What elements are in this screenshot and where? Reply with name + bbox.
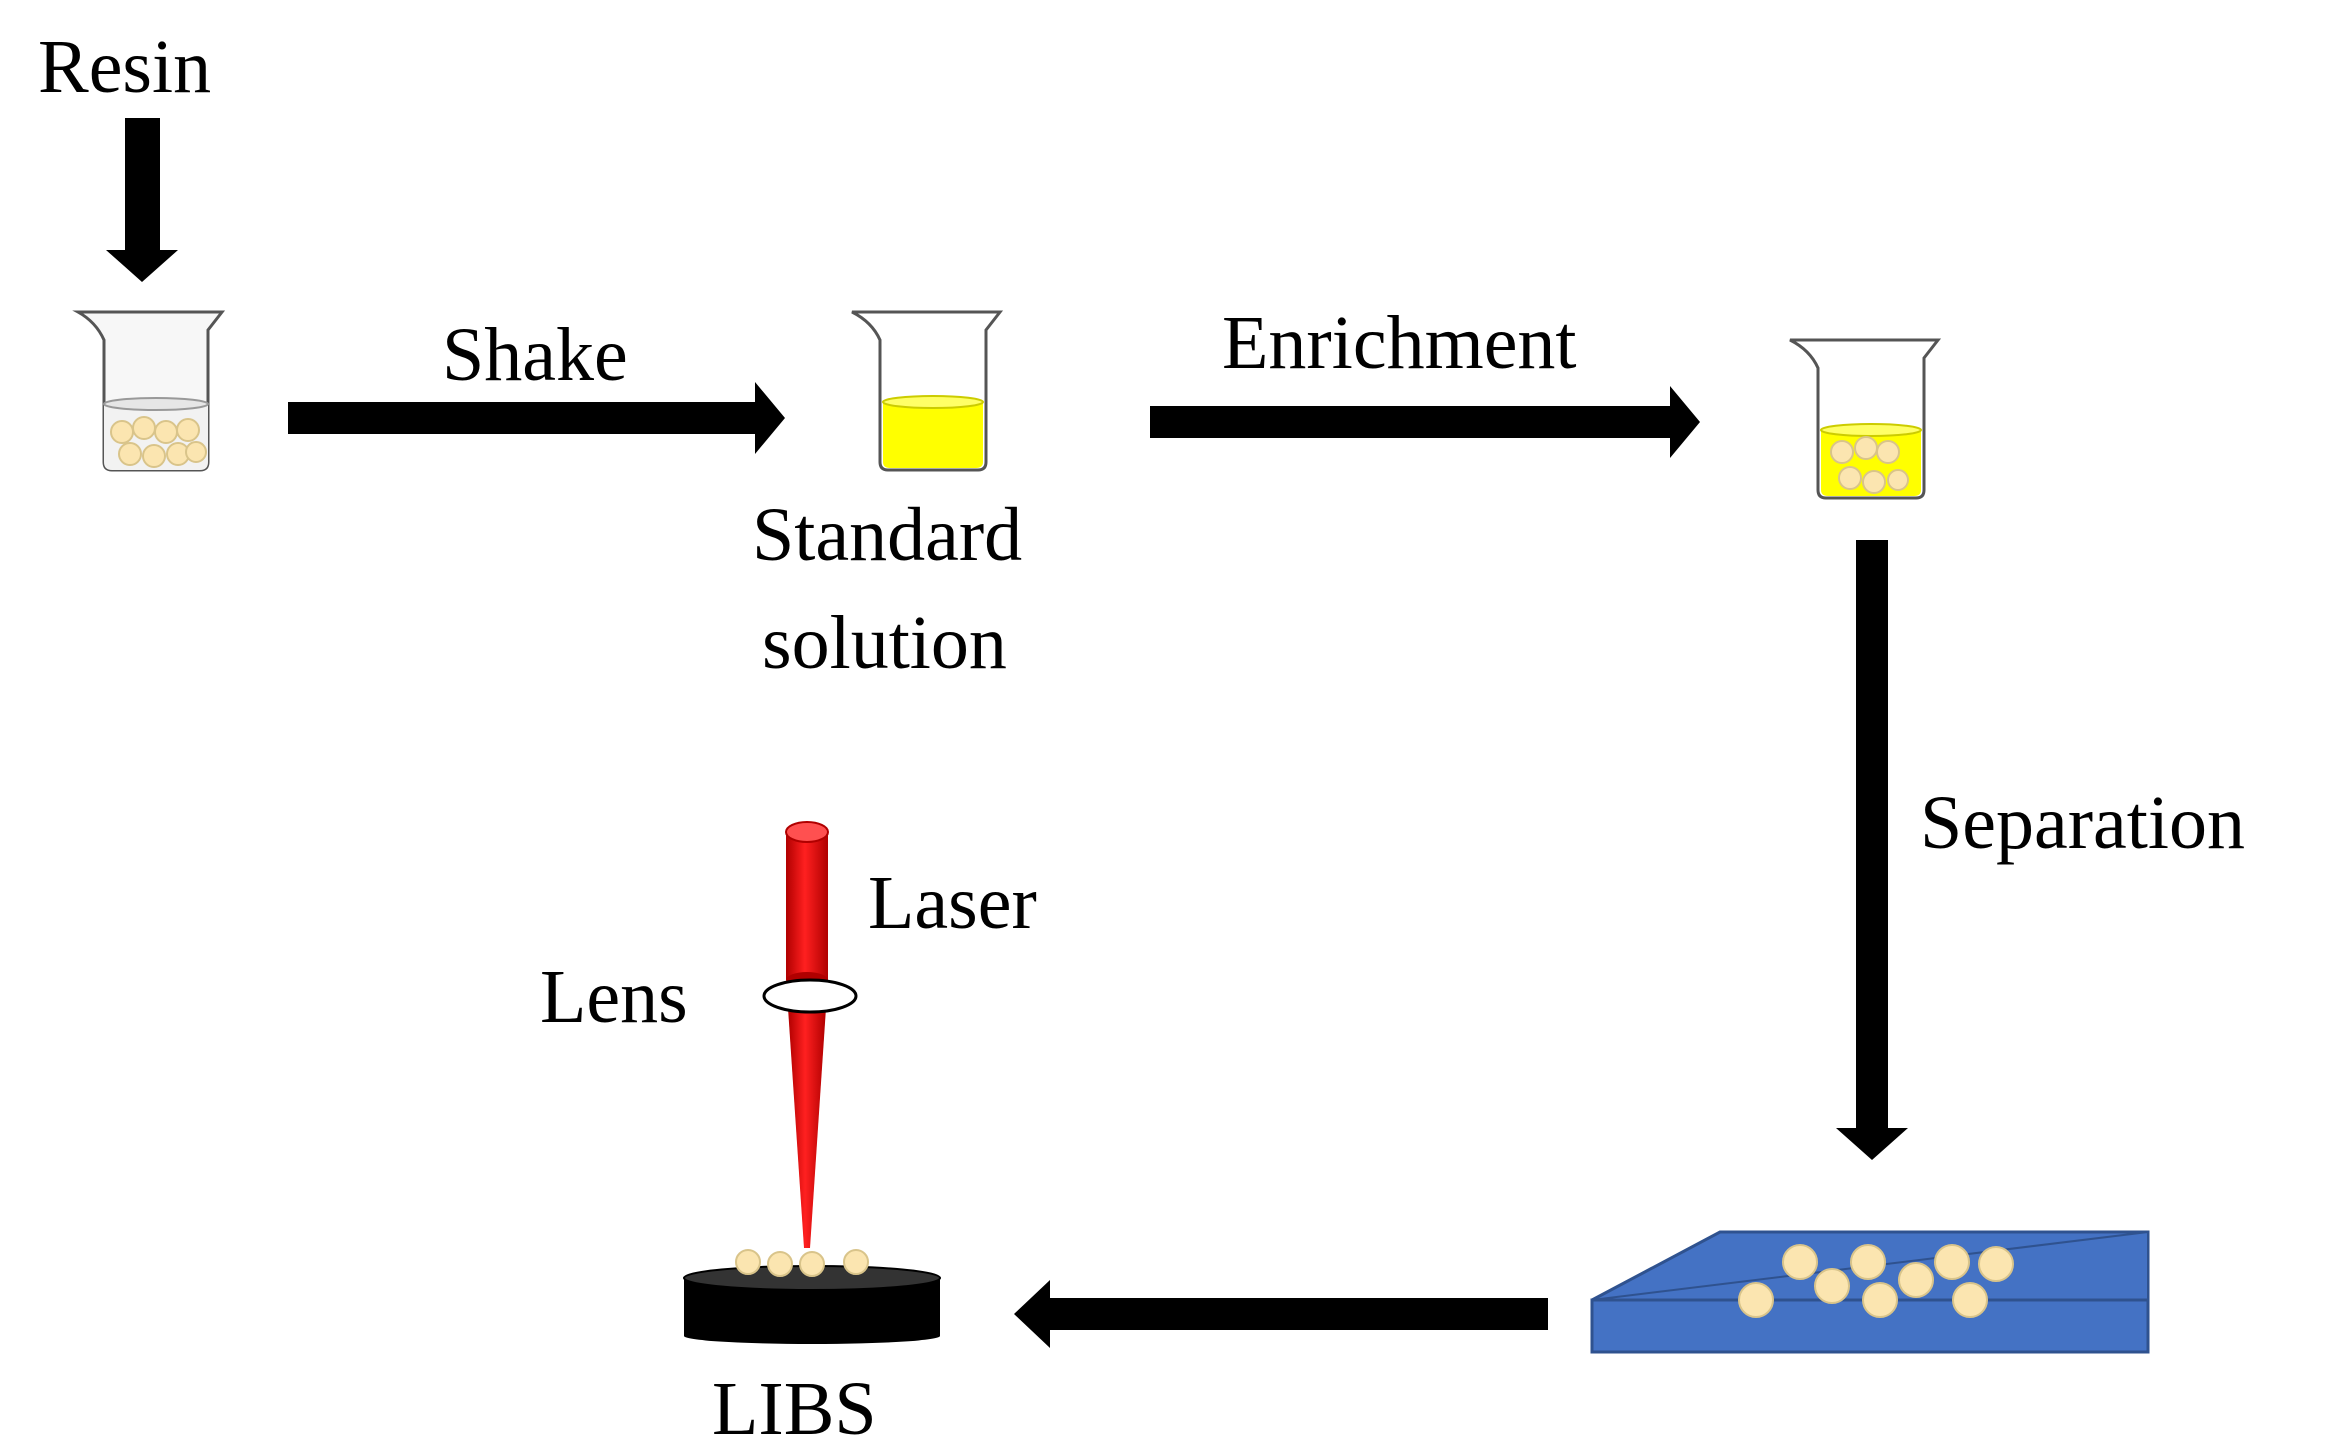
libs-stage [683,1249,941,1344]
enrichment-arrow [1150,386,1700,458]
lens-label: Lens [540,955,688,1039]
separation-arrow [1836,540,1908,1160]
separation-label: Separation [1920,781,2245,865]
standard-solution-label-line2: solution [762,601,1007,685]
to-libs-arrow [1014,1280,1548,1348]
standard-solution-beaker [851,310,1004,472]
resin-down-arrow [106,118,178,282]
libs-label: LIBS [712,1367,877,1451]
enrichment-label: Enrichment [1222,301,1577,385]
laser [785,821,829,988]
enriched-beaker [1789,338,1942,500]
resin-beads [110,416,207,468]
libs-beads [735,1249,869,1277]
lens [762,978,858,1014]
resin-beaker [72,310,226,472]
separation-plate [1590,1230,2150,1354]
shake-arrow [288,382,785,454]
enriched-beads [1830,436,1909,494]
plate-beads [1738,1244,2014,1318]
resin-label: Resin [38,25,211,109]
standard-solution-label-line1: Standard [752,493,1022,577]
shake-label: Shake [442,313,628,397]
laser-label: Laser [868,861,1037,945]
focused-beam [788,1008,826,1248]
